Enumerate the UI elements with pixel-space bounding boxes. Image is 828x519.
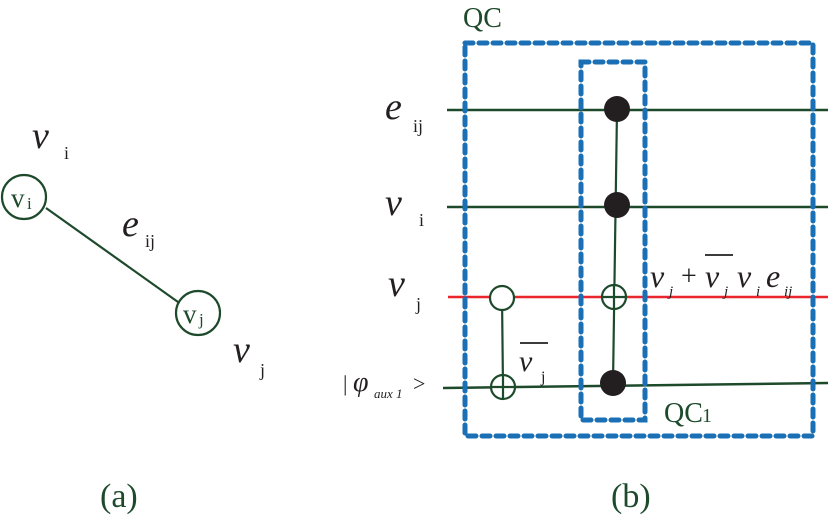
out-t4: e: [766, 258, 780, 294]
caption-b: (b): [611, 478, 651, 515]
out-s2: j: [722, 284, 728, 300]
caption-a: (a): [100, 478, 138, 515]
gate1-label-symbol: v: [519, 345, 533, 378]
output-expression: v j + v j v i e ij: [650, 254, 792, 300]
open-control-icon: [488, 284, 516, 312]
node-vj-symbol: v: [183, 299, 197, 329]
wire-label-aux-prefix: |: [343, 371, 347, 396]
out-s3: i: [756, 284, 760, 300]
gate2-control-line: [611, 109, 619, 384]
qc1-inner-box: [578, 59, 648, 423]
node-vj-circle: [174, 289, 222, 337]
node-vi: v i: [0, 173, 48, 221]
qc-outer-label: QC: [463, 3, 502, 34]
qc-outer-box: [462, 40, 816, 439]
out-plus: +: [681, 261, 697, 292]
gate-negated-cnot: v j: [488, 284, 548, 401]
gate1-label-sub: j: [540, 369, 545, 386]
gate1-control-line: [500, 296, 505, 388]
out-t3: v: [737, 258, 752, 294]
wire-label-aux-symbol: φ: [353, 367, 369, 398]
label-vj-sub: j: [259, 360, 265, 380]
node-vj-sub: j: [198, 310, 204, 329]
edge-line: [45, 207, 179, 303]
gate-multi-control: [600, 96, 630, 396]
label-vi-symbol: v: [32, 115, 49, 157]
out-s1: j: [667, 284, 673, 300]
control-dot-vi-icon: [604, 192, 630, 218]
wire-label-eij-sub: ij: [413, 116, 423, 136]
node-vi-sub: i: [27, 194, 32, 213]
node-vi-symbol: v: [11, 183, 25, 213]
label-eij-sub: ij: [145, 231, 155, 251]
node-vj: v j: [174, 289, 222, 337]
wire-label-aux-sub: aux 1: [374, 386, 403, 401]
control-dot-eij-icon: [604, 96, 630, 122]
panel-a: v i v j v i e ij v j (a): [0, 115, 265, 515]
target-xor-vj-icon: [600, 283, 628, 311]
out-t1: v: [650, 258, 665, 294]
wire-label-aux-suffix: >: [413, 371, 425, 396]
control-dot-aux-icon: [600, 370, 626, 396]
wire-label-eij-symbol: e: [385, 86, 402, 128]
panel-b: e ij v i v j | φ aux 1 > QC QC 1 v j: [343, 3, 828, 515]
qc1-label-main: QC: [664, 398, 703, 429]
node-vi-circle: [0, 173, 48, 221]
wire-label-vi-symbol: v: [385, 182, 402, 224]
target-xor-icon: [489, 373, 517, 401]
wire-label-vj-symbol: v: [388, 263, 405, 305]
wire-label-vj-sub: j: [415, 294, 421, 314]
qc1-label-sub: 1: [702, 405, 712, 427]
label-vj-symbol: v: [233, 329, 250, 371]
label-eij-symbol: e: [122, 203, 139, 245]
label-vi-sub: i: [64, 143, 69, 163]
out-s4: ij: [784, 284, 792, 300]
wire-label-vi-sub: i: [419, 210, 424, 230]
out-t2: v: [705, 258, 720, 294]
